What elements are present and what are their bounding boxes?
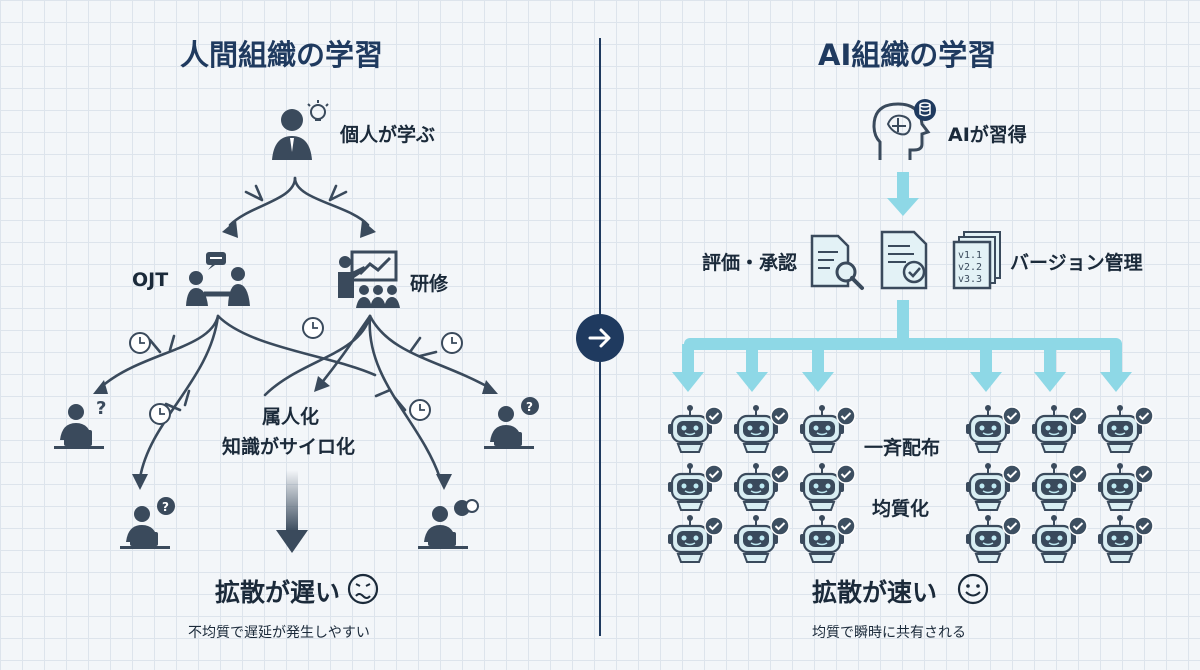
training-label: 研修 (410, 273, 449, 295)
broadcast-label: 一斉配布 (864, 437, 941, 459)
robot-check-icon (1032, 462, 1090, 518)
document-search-icon (808, 232, 866, 296)
version-tag: v1.1 (958, 250, 982, 261)
worker-speech-icon (416, 496, 482, 556)
person-lightbulb-icon (268, 98, 332, 168)
version-tag: v3.3 (958, 274, 982, 285)
worker-question-bubble-icon: ? (482, 396, 544, 456)
robot-check-icon (800, 404, 858, 460)
version-documents-icon: v1.1 v2.2 v3.3 (950, 230, 1004, 296)
individual-label: 個人が学ぶ (340, 124, 436, 146)
ojt-label: OJT (132, 269, 169, 291)
version-label: バージョン管理 (1010, 252, 1143, 274)
right-result-title: 拡散が速い (812, 578, 938, 607)
robot-check-icon (668, 462, 726, 518)
left-title: 人間組織の学習 (180, 38, 384, 72)
uniform-label: 均質化 (872, 498, 930, 520)
smile-face-icon (956, 572, 990, 610)
robot-check-icon (1098, 514, 1156, 570)
version-tag: v2.2 (958, 262, 982, 273)
robot-check-icon (800, 462, 858, 518)
silo-label-line2: 知識がサイロ化 (222, 436, 356, 458)
document-check-icon (878, 228, 930, 296)
svg-text:?: ? (96, 398, 106, 419)
robot-check-icon (966, 514, 1024, 570)
robot-check-icon (800, 514, 858, 570)
robot-check-icon (734, 514, 792, 570)
arrow-right-icon (588, 328, 611, 348)
left-result-title: 拡散が遅い (215, 578, 341, 607)
robot-check-icon (966, 462, 1024, 518)
svg-text:?: ? (162, 500, 169, 514)
robot-check-icon (734, 462, 792, 518)
robot-check-icon (1032, 514, 1090, 570)
worker-question-bubble-icon: ? (118, 496, 180, 556)
ojt-people-icon (184, 250, 252, 312)
svg-text:?: ? (526, 400, 533, 414)
robot-check-icon (966, 404, 1024, 460)
robot-check-icon (668, 404, 726, 460)
robot-check-icon (1032, 404, 1090, 460)
training-classroom-icon (336, 248, 402, 314)
robot-check-icon (734, 404, 792, 460)
robot-check-icon (1098, 404, 1156, 460)
silo-label-line1: 属人化 (262, 406, 320, 428)
right-result-subtitle: 均質で瞬時に共有される (812, 625, 966, 641)
robot-check-icon (1098, 462, 1156, 518)
right-title: AI組織の学習 (818, 38, 997, 72)
left-result-subtitle: 不均質で遅延が発生しやすい (188, 625, 370, 641)
worker-question-icon: ? (52, 396, 112, 456)
evaluation-label: 評価・承認 (702, 252, 798, 274)
worried-face-icon (346, 572, 380, 610)
ai-brain-head-icon (870, 96, 942, 168)
robot-check-icon (668, 514, 726, 570)
center-arrow-circle (576, 314, 624, 362)
ai-learns-label: AIが習得 (948, 124, 1027, 146)
